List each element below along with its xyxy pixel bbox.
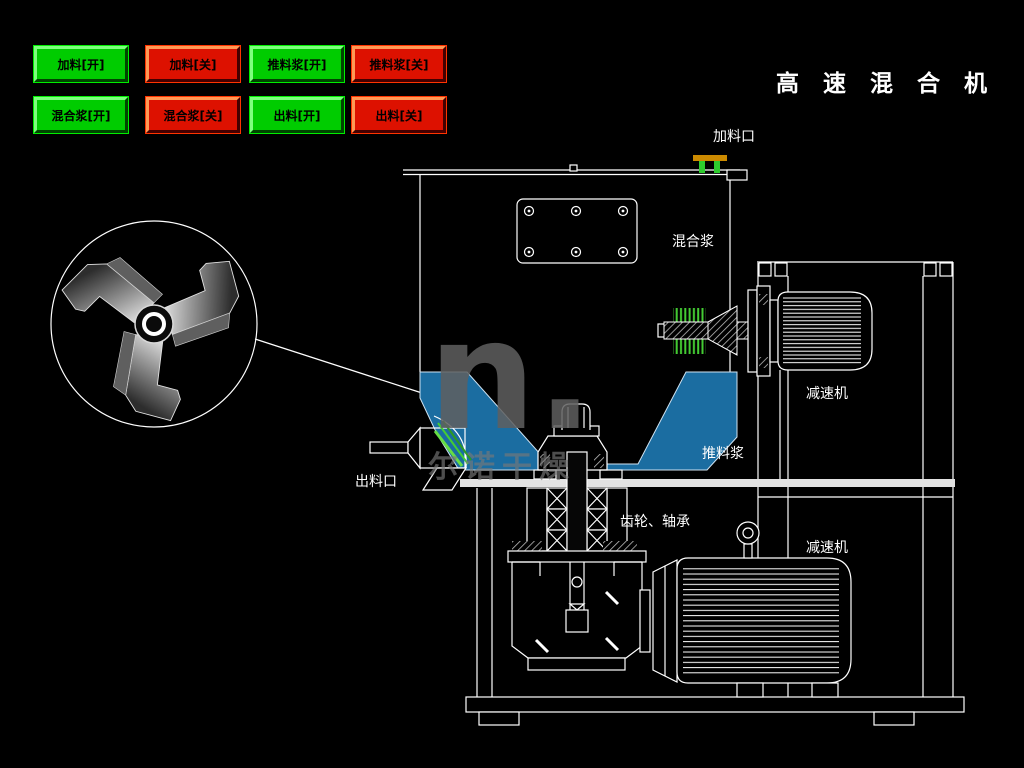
page-title: 高 速 混 合 机: [776, 71, 996, 97]
label-reducer-top: 减速机: [806, 386, 848, 402]
bottom-motor: [639, 521, 852, 698]
leader-line: [254, 338, 423, 394]
button-pusher-on[interactable]: 推料浆[开]: [250, 46, 344, 82]
label-discharge-port: 出料口: [355, 474, 397, 490]
button-pusher-off[interactable]: 推料浆[关]: [352, 46, 446, 82]
button-mixer-off[interactable]: 混合浆[关]: [146, 97, 240, 133]
button-discharge-on[interactable]: 出料[开]: [250, 97, 344, 133]
machine-base: [465, 696, 965, 726]
top-motor: [769, 291, 873, 479]
bearing-balls-left: [546, 487, 568, 552]
impeller-detail-view: [50, 220, 423, 428]
button-feed-off[interactable]: 加料[关]: [146, 46, 240, 82]
label-gear-bearing: 齿轮、轴承: [620, 514, 690, 530]
label-pusher-paddle: 推料浆: [702, 446, 744, 462]
button-feed-on[interactable]: 加料[开]: [34, 46, 128, 82]
button-discharge-off[interactable]: 出料[关]: [352, 97, 446, 133]
gear-housing: [511, 561, 643, 671]
watermark-text: 尔诺干燥: [428, 450, 576, 485]
discharge-valve: [369, 415, 472, 491]
gear-icon: [565, 609, 589, 633]
motor-fins: [683, 566, 839, 676]
lifting-eye-icon: [736, 521, 760, 559]
deck-plate: [460, 479, 955, 487]
bearing-balls-right: [586, 487, 608, 552]
watermark-logo: n.: [428, 287, 594, 464]
inspection-plate: [516, 198, 638, 264]
drive-shaft-assembly: [657, 285, 771, 377]
button-mixer-on[interactable]: 混合浆[开]: [34, 97, 128, 133]
motor-fins: [783, 297, 861, 365]
label-reducer-bottom: 减速机: [806, 540, 848, 556]
bearing-stack: [507, 451, 647, 563]
feed-port-icon: [693, 155, 727, 173]
label-feed-port: 加料口: [713, 129, 755, 145]
plate-bolts: [523, 205, 629, 258]
impeller-icon: [61, 257, 240, 422]
label-mixing-paddle: 混合浆: [672, 234, 714, 250]
toolbar: 加料[开] 加料[关] 推料浆[开]推料浆[关] 混合浆[开] 混合浆[关] 出料[开]出…: [34, 46, 454, 133]
